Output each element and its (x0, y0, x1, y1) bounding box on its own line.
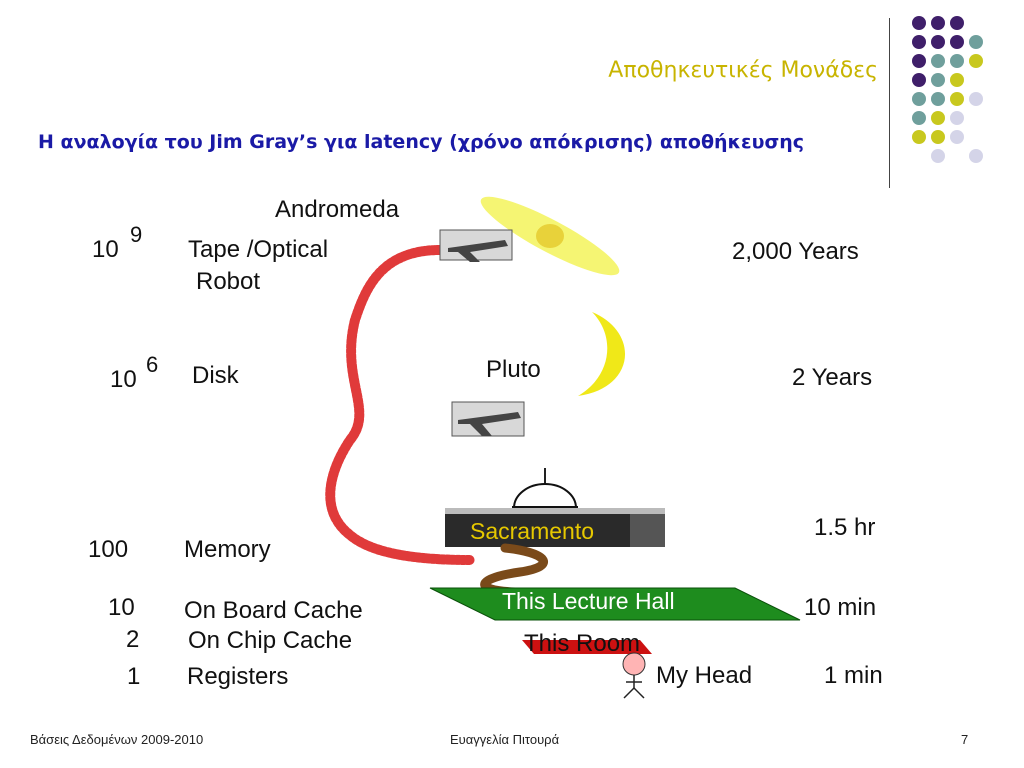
footer-author: Ευαγγελία Πιτουρά (450, 732, 560, 747)
decorative-dot (912, 73, 926, 87)
decorative-dot (950, 73, 964, 87)
analogy-pluto: Pluto (486, 356, 541, 383)
decorative-dot (912, 92, 926, 106)
decorative-dot (969, 35, 983, 49)
pluto-crescent-icon (578, 312, 626, 396)
level-board-cache-value: 10 (108, 594, 135, 621)
decorative-dot-grid (912, 16, 983, 163)
decorative-dot (950, 111, 964, 125)
level-tape-base: 10 (92, 236, 119, 263)
level-disk-base: 10 (110, 366, 137, 393)
sacramento-building-icon (445, 468, 665, 547)
decorative-dot (931, 73, 945, 87)
decorative-dot (931, 54, 945, 68)
room-floor (522, 640, 652, 654)
level-tape-exponent: 9 (130, 222, 143, 247)
decorative-dot (969, 92, 983, 106)
time-board-cache: 10 min (804, 594, 877, 621)
level-memory-name: Memory (184, 536, 271, 563)
level-memory-value: 100 (88, 536, 129, 563)
analogy-andromeda: Andromeda (275, 196, 400, 223)
airplane-icon-lower (451, 401, 525, 437)
decorative-dot (950, 130, 964, 144)
analogy-lecture-hall: This Lecture Hall (502, 588, 675, 614)
level-tape-name-line2: Robot (196, 268, 261, 295)
level-tape-name: Tape /Optical (188, 236, 329, 263)
level-chip-cache-value: 2 (126, 626, 140, 653)
decorative-dot (950, 35, 964, 49)
level-registers-value: 1 (127, 663, 141, 690)
lecture-hall-floor (429, 587, 801, 621)
andromeda-galaxy-icon (480, 196, 620, 276)
footer-course: Βάσεις Δεδομένων 2009-2010 (30, 732, 204, 747)
brown-squiggle (480, 543, 548, 597)
decorative-dot (931, 35, 945, 49)
time-memory: 1.5 hr (814, 514, 876, 541)
airplane-icon-upper (439, 229, 513, 262)
level-board-cache-name: On Board Cache (184, 597, 363, 624)
analogy-my-head: My Head (656, 662, 753, 689)
decorative-dot (931, 16, 945, 30)
analogy-this-room: This Room (524, 630, 641, 657)
decorative-dot (912, 16, 926, 30)
level-chip-cache-name: On Chip Cache (188, 627, 353, 654)
decorative-dot (931, 92, 945, 106)
decorative-dot (931, 149, 945, 163)
slide-subtitle: Η αναλογία του Jim Gray’s για latency (χ… (38, 131, 805, 153)
time-disk: 2 Years (792, 364, 873, 391)
decorative-dot (969, 54, 983, 68)
footer-page-number: 7 (961, 732, 969, 747)
level-registers-name: Registers (187, 663, 289, 690)
level-disk-exponent: 6 (146, 352, 159, 377)
decorative-dot (931, 111, 945, 125)
decorative-dot (950, 92, 964, 106)
decorative-dot (912, 35, 926, 49)
level-disk-name: Disk (192, 362, 239, 389)
decorative-dot (969, 149, 983, 163)
time-tape: 2,000 Years (732, 238, 859, 265)
header-divider (889, 18, 890, 188)
time-registers: 1 min (824, 662, 883, 689)
decorative-dot (912, 54, 926, 68)
slide-title: Αποθηκευτικές Μονάδες (608, 58, 878, 83)
analogy-sacramento: Sacramento (470, 518, 595, 544)
decorative-dot (912, 130, 926, 144)
my-head-person-icon (622, 652, 646, 699)
decorative-dot (950, 54, 964, 68)
decorative-dot (931, 130, 945, 144)
latency-path (325, 245, 475, 565)
decorative-dot (950, 16, 964, 30)
decorative-dot (912, 111, 926, 125)
